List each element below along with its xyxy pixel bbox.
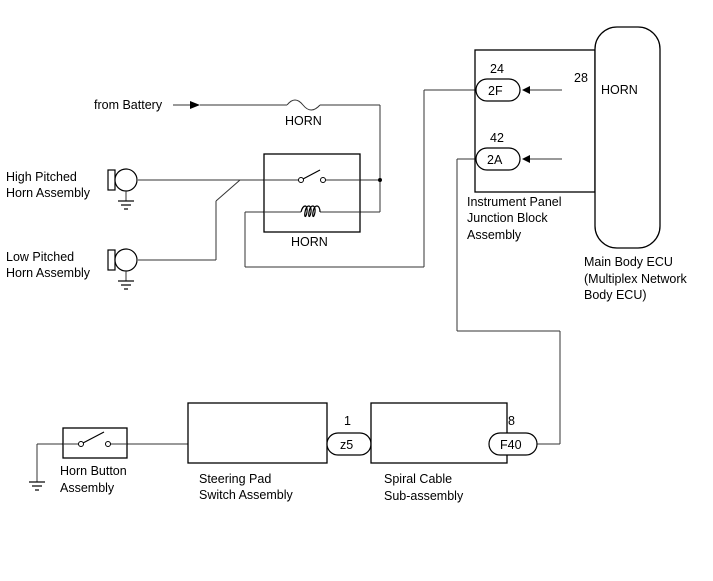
horn-button-switch-arm <box>82 431 105 444</box>
relay-coil-icon <box>300 205 321 218</box>
ecu-label: Body ECU) <box>584 288 647 302</box>
horn-button-label: Assembly <box>60 481 115 495</box>
connector-z5-name: z5 <box>340 438 353 452</box>
fuse-label: HORN <box>285 114 322 128</box>
ecu-horn-label: HORN <box>601 83 638 97</box>
ecu-label: (Multiplex Network <box>584 272 688 286</box>
connector-2f-name: 2F <box>488 84 503 98</box>
horn-relay <box>263 153 361 233</box>
ecu-label: Main Body ECU <box>584 255 673 269</box>
high-horn-label: High Pitched <box>6 170 77 184</box>
connector-z5-pin: 1 <box>344 414 351 428</box>
from-battery-label: from Battery <box>94 98 163 112</box>
relay-switch-arm <box>302 169 321 180</box>
main-body-ecu <box>594 26 661 249</box>
connector-arrow-icon <box>522 86 530 94</box>
connector-f40 <box>488 432 538 456</box>
spiral-cable-label: Sub-assembly <box>384 489 464 503</box>
relay-contact <box>298 177 304 183</box>
low-horn-label: Horn Assembly <box>6 266 91 280</box>
connector-2a-pin: 42 <box>490 131 504 145</box>
relay-label: HORN <box>291 235 328 249</box>
horn-button-label: Horn Button <box>60 464 127 478</box>
ipjb-label: Assembly <box>467 228 522 242</box>
connector-2a-name: 2A <box>487 153 503 167</box>
ecu-pin: 28 <box>574 71 588 85</box>
connector-f40-pin: 8 <box>508 414 515 428</box>
steering-pad-label: Steering Pad <box>199 472 271 486</box>
connector-2f <box>475 78 521 102</box>
horn-button-contact <box>105 441 111 447</box>
low-horn-label: Low Pitched <box>6 250 74 264</box>
ipjb-label: Instrument Panel <box>467 195 562 209</box>
high-horn-label: Horn Assembly <box>6 186 91 200</box>
connector-2a <box>475 147 521 171</box>
spiral-cable-sub-assembly <box>370 402 508 464</box>
ipjb-label: Junction Block <box>467 211 548 225</box>
ground-icon <box>29 481 45 491</box>
low-pitched-horn-icon <box>107 248 138 290</box>
horn-button-assembly <box>62 427 128 459</box>
fuse-icon <box>286 99 321 111</box>
connector-arrow-icon <box>522 155 530 163</box>
battery-arrow-icon <box>190 101 200 109</box>
steering-pad-switch-assembly <box>187 402 328 464</box>
connector-f40-name: F40 <box>500 438 522 452</box>
connector-2f-pin: 24 <box>490 62 504 76</box>
relay-contact <box>320 177 326 183</box>
high-pitched-horn-icon <box>107 168 138 210</box>
horn-button-contact <box>78 441 84 447</box>
spiral-cable-label: Spiral Cable <box>384 472 452 486</box>
steering-pad-label: Switch Assembly <box>199 488 294 502</box>
junction-dot <box>378 178 382 182</box>
